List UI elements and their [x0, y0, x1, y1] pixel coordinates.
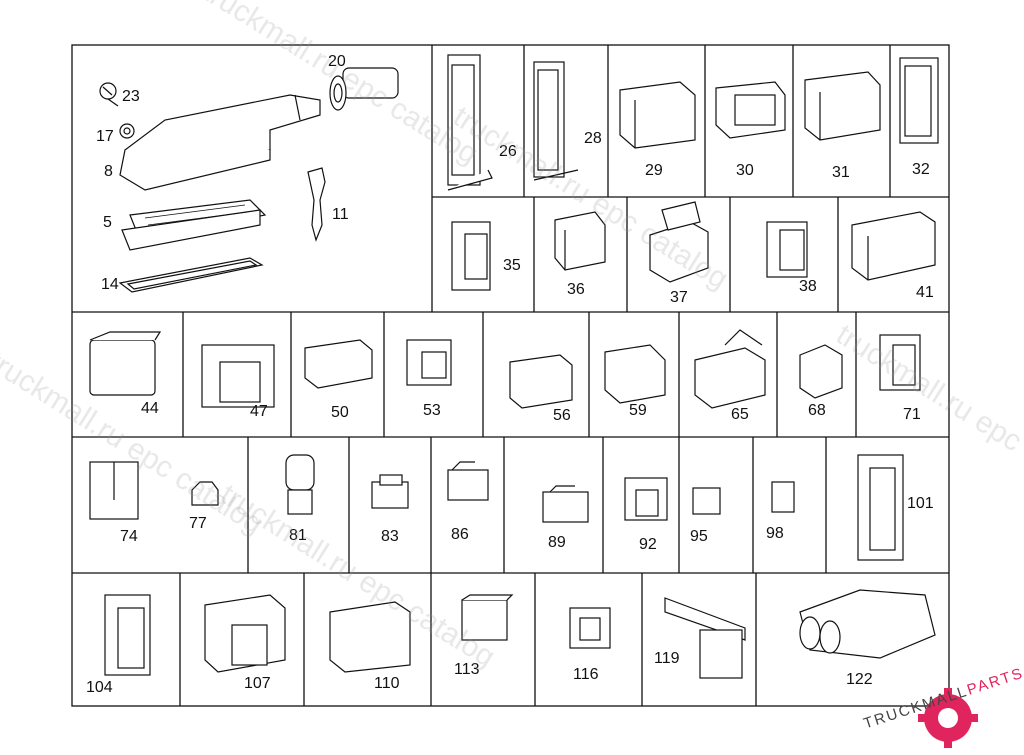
part-81-drawing — [285, 454, 315, 515]
part-35-drawing — [451, 221, 491, 291]
part-17-washer-drawing — [119, 123, 135, 139]
label-37: 37 — [670, 289, 688, 306]
label-14: 14 — [101, 276, 119, 293]
label-113: 113 — [454, 661, 480, 678]
part-122-drawing — [799, 589, 936, 659]
part-14-gasket-drawing — [118, 257, 264, 293]
label-95: 95 — [690, 528, 708, 545]
label-65: 65 — [731, 406, 749, 423]
label-89: 89 — [548, 534, 566, 551]
part-53-drawing — [406, 339, 452, 386]
label-98: 98 — [766, 525, 784, 542]
label-122: 122 — [846, 671, 873, 688]
truckmall-parts-logo: TRUCKMALLPARTS — [860, 660, 1024, 750]
label-74: 74 — [120, 528, 138, 545]
label-92: 92 — [639, 536, 657, 553]
part-65-drawing — [694, 329, 766, 409]
part-68-drawing — [799, 344, 843, 399]
part-31-drawing — [804, 71, 881, 141]
part-44-drawing — [89, 331, 162, 396]
part-11-contact-drawing — [307, 167, 326, 242]
part-labels: 23 20 17 8 5 11 14 26 28 29 30 31 32 35 … — [86, 53, 934, 696]
label-44: 44 — [141, 400, 159, 417]
label-20: 20 — [328, 53, 346, 70]
part-20-sleeve-drawing — [329, 67, 399, 111]
label-8: 8 — [104, 163, 113, 180]
label-81: 81 — [289, 527, 307, 544]
label-23: 23 — [122, 88, 140, 105]
label-5: 5 — [103, 214, 112, 231]
gear-icon — [918, 688, 978, 748]
label-56: 56 — [553, 407, 571, 424]
label-116: 116 — [573, 666, 599, 683]
label-101: 101 — [907, 495, 934, 512]
label-38: 38 — [799, 278, 817, 295]
part-92-drawing — [624, 477, 668, 521]
part-89-drawing — [542, 485, 589, 523]
label-26: 26 — [499, 143, 517, 160]
part-29-drawing — [619, 81, 696, 149]
label-36: 36 — [567, 281, 585, 298]
label-110: 110 — [374, 675, 400, 692]
label-53: 53 — [423, 402, 441, 419]
label-30: 30 — [736, 162, 754, 179]
part-101-drawing — [857, 454, 904, 561]
label-71: 71 — [903, 406, 921, 423]
part-47-drawing — [201, 344, 275, 408]
diagram-grid — [71, 44, 950, 707]
part-107-drawing — [204, 594, 286, 673]
label-41: 41 — [916, 284, 934, 301]
part-37-drawing — [649, 201, 709, 283]
label-17: 17 — [96, 128, 114, 145]
label-83: 83 — [381, 528, 399, 545]
label-104: 104 — [86, 679, 113, 696]
label-50: 50 — [331, 404, 349, 421]
part-98-drawing — [771, 481, 795, 513]
label-11: 11 — [332, 206, 349, 223]
label-29: 29 — [645, 162, 663, 179]
part-36-drawing — [554, 211, 606, 271]
label-28: 28 — [584, 130, 602, 147]
part-26-drawing — [447, 54, 493, 191]
label-32: 32 — [912, 161, 930, 178]
label-77: 77 — [189, 515, 207, 532]
label-68: 68 — [808, 402, 826, 419]
label-107: 107 — [244, 675, 271, 692]
label-86: 86 — [451, 526, 469, 543]
label-119: 119 — [654, 650, 680, 667]
label-31: 31 — [832, 164, 850, 181]
label-47: 47 — [250, 403, 268, 420]
part-32-drawing — [899, 57, 939, 144]
part-116-drawing — [569, 607, 611, 649]
part-50-drawing — [304, 339, 373, 389]
label-35: 35 — [503, 257, 521, 274]
part-30-drawing — [715, 81, 786, 139]
part-77-drawing — [191, 481, 219, 506]
part-113-drawing — [461, 594, 514, 641]
label-59: 59 — [629, 402, 647, 419]
part-74-drawing — [89, 461, 139, 520]
part-41-drawing — [851, 211, 936, 281]
part-28-drawing — [533, 61, 579, 181]
part-110-drawing — [329, 601, 411, 673]
part-83-drawing — [371, 474, 409, 509]
part-95-drawing — [692, 487, 721, 515]
part-8-hood-drawing — [119, 94, 321, 191]
part-104-drawing — [104, 594, 151, 676]
part-86-drawing — [447, 461, 489, 501]
part-56-drawing — [509, 354, 573, 409]
part-38-drawing — [766, 221, 808, 278]
part-59-drawing — [604, 344, 666, 404]
part-71-drawing — [879, 334, 921, 391]
part-5-connector-drawing — [121, 199, 267, 251]
part-23-screw-drawing — [99, 82, 119, 107]
part-119-drawing — [664, 597, 746, 679]
